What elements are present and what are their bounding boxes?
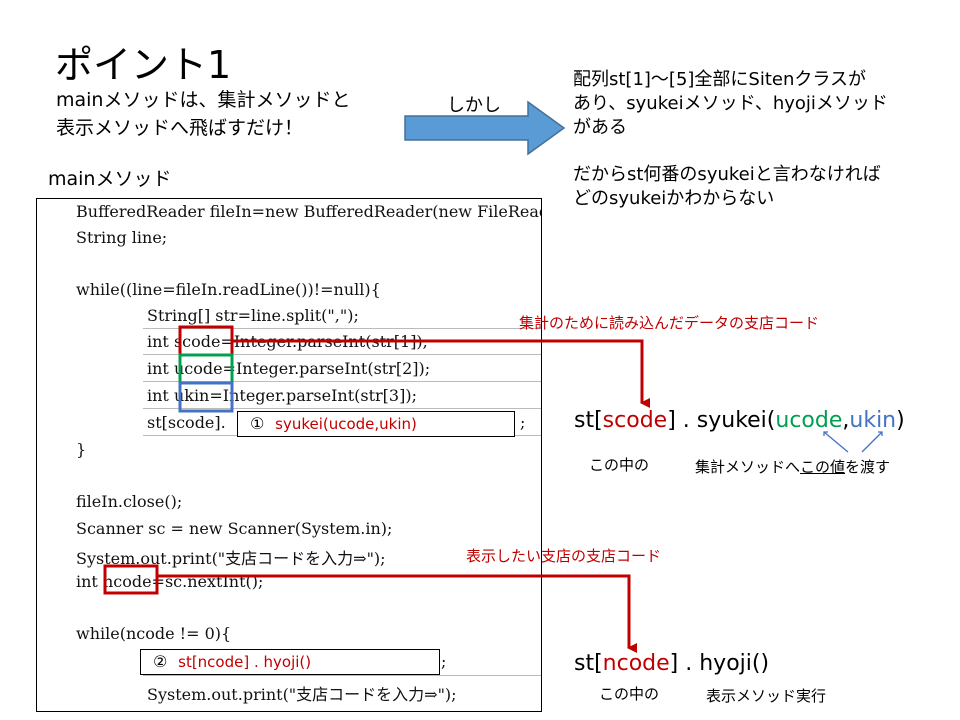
- code-line: System.out.print("支店コードを入力⇒");: [76, 549, 386, 568]
- code-line: BufferedReader fileIn=new BufferedReader…: [76, 202, 542, 221]
- code-line: int ukin=Integer.parseInt(str[3]);: [147, 386, 417, 405]
- code-line: Scanner sc = new Scanner(System.in);: [76, 519, 393, 538]
- expr-text: st[: [574, 651, 603, 676]
- note-sitenclass: 配列st[1]～[5]全部にSitenクラスが あり、syukeiメソッド、hy…: [573, 69, 888, 138]
- expr-ukin: ukin: [849, 408, 897, 433]
- hyoji-call-text: st[ncode] . hyoji(): [178, 653, 312, 671]
- pointer-ukin: [861, 431, 883, 453]
- code-line: String line;: [76, 228, 168, 247]
- annotation-ncode: 表示したい支店の支店コード: [466, 547, 662, 565]
- expr-ncode: ncode: [602, 651, 670, 676]
- page-title: ポイント1: [55, 43, 232, 87]
- subtitle: mainメソッドは、集計メソッドと 表示メソッドへ飛ばすだけ！: [56, 89, 351, 139]
- ucode-highlight: [178, 353, 234, 385]
- syukei-call-box: ① syukei(ucode,ukin): [237, 411, 515, 437]
- arrow-label: しかし: [447, 95, 501, 116]
- code-line: ;: [520, 413, 526, 432]
- hyoji-call-box: ② st[ncode] . hyoji(): [140, 649, 440, 675]
- expr1-note-right: 集計メソッドへこの値を渡す: [695, 456, 890, 477]
- annotation-scode: 集計のために読み込んだデータの支店コード: [519, 314, 820, 332]
- code-line: String[] str=line.split(",");: [147, 306, 359, 325]
- circled-number-one: ①: [250, 414, 265, 433]
- code-line: while(ncode != 0){: [76, 624, 232, 643]
- expr-scode: scode: [602, 408, 668, 433]
- syukei-expression: st[scode] . syukei(ucode,ukin): [574, 408, 905, 433]
- divider: [143, 354, 541, 355]
- expr1-note-left: この中の: [589, 456, 650, 474]
- syukei-call-text: syukei(ucode,ukin): [275, 415, 417, 433]
- code-line: ;: [441, 652, 447, 671]
- circled-number-two: ②: [153, 652, 168, 671]
- pointer-ucode: [823, 431, 849, 453]
- expr-text: ] . hyoji(): [669, 651, 770, 676]
- expr-text: ] . syukei(: [667, 408, 776, 433]
- note-text: を渡す: [845, 458, 891, 476]
- right-arrow-shape: [404, 100, 566, 156]
- divider: [143, 381, 541, 382]
- expr2-note-left: この中の: [599, 685, 660, 703]
- note-underlined-value: この値: [800, 458, 846, 476]
- code-box: BufferedReader fileIn=new BufferedReader…: [36, 198, 542, 712]
- expr-text: st[: [574, 408, 603, 433]
- divider: [143, 675, 541, 676]
- code-line: fileIn.close();: [76, 492, 183, 511]
- scode-connector-arrow: [232, 339, 650, 408]
- expr-ucode: ucode: [775, 408, 843, 433]
- scode-highlight: [178, 325, 234, 357]
- code-line: int ucode=Integer.parseInt(str[2]);: [147, 359, 431, 378]
- code-title: mainメソッド: [48, 168, 172, 190]
- code-line: }: [76, 440, 87, 459]
- expr-text: ,: [842, 408, 850, 433]
- ukin-highlight: [178, 381, 234, 413]
- code-line: while((line=fileIn.readLine())!=null){: [76, 280, 381, 299]
- ncode-connector-arrow: [157, 574, 637, 653]
- expr2-note-right: 表示メソッド実行: [706, 687, 827, 705]
- divider: [143, 408, 541, 409]
- hyoji-expression: st[ncode] . hyoji(): [574, 651, 769, 676]
- note-text: 集計メソッドへ: [695, 458, 801, 476]
- ncode-highlight: [103, 564, 159, 595]
- expr-text: ): [896, 408, 905, 433]
- code-line: System.out.print("支店コードを入力⇒");: [147, 685, 457, 704]
- note-syukei: だからst何番のsyukeiと言わなければ どのsyukeiかわからない: [573, 164, 881, 209]
- divider: [143, 328, 541, 329]
- code-line: st[scode].: [147, 413, 226, 432]
